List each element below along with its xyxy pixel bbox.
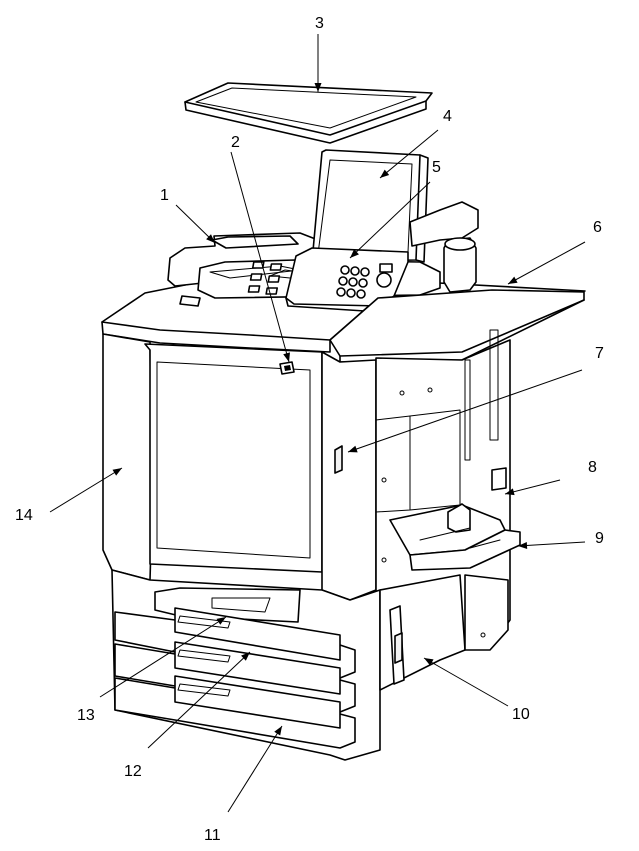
- callout-arrowhead-5: [350, 249, 359, 258]
- callout-leader-2: [230, 151, 290, 363]
- callout-arrowhead-13: [216, 617, 226, 625]
- callout-arrowhead-11: [274, 726, 282, 736]
- callout-leader-10: [423, 657, 509, 707]
- original-cover: [184, 82, 433, 144]
- main-switch: [279, 361, 295, 375]
- callout-arrowhead-14: [112, 468, 122, 476]
- bypass-tray: [389, 503, 521, 571]
- callout-label-1: 1: [160, 187, 169, 204]
- callout-label-8: 8: [588, 459, 597, 476]
- callout-arrowhead-10: [424, 658, 434, 666]
- callout-arrowhead-7: [348, 445, 358, 453]
- callout-arrowhead-9: [518, 541, 528, 549]
- callout-leader-13: [99, 616, 227, 698]
- callout-leader-6: [507, 241, 586, 285]
- callout-arrowhead-8: [505, 488, 515, 496]
- callout-label-13: 13: [77, 707, 95, 724]
- control-panel: [247, 247, 409, 313]
- callout-leader-14: [49, 467, 123, 513]
- callout-leaders: [49, 34, 586, 813]
- callout-label-12: 12: [124, 763, 142, 780]
- callout-arrowhead-4: [380, 169, 390, 178]
- callout-label-2: 2: [231, 134, 240, 151]
- callout-label-5: 5: [432, 159, 441, 176]
- callout-leader-5: [349, 181, 431, 259]
- callout-arrowhead-1: [206, 234, 215, 243]
- callout-label-3: 3: [315, 15, 324, 32]
- callout-label-9: 9: [595, 530, 604, 547]
- callout-arrowhead-12: [241, 652, 250, 661]
- touch-panel: [311, 149, 429, 263]
- callout-leader-8: [504, 479, 561, 495]
- callout-label-7: 7: [595, 345, 604, 362]
- panel-arm: [409, 201, 479, 293]
- callout-leader-7: [347, 369, 583, 453]
- callout-label-6: 6: [593, 219, 602, 236]
- callout-label-4: 4: [443, 108, 452, 125]
- callout-label-14: 14: [15, 507, 33, 524]
- callout-arrowhead-6: [508, 276, 518, 284]
- callout-arrowhead-3: [314, 83, 322, 92]
- callout-leader-4: [379, 129, 439, 179]
- front-door-latch: [491, 467, 507, 491]
- callout-leader-9: [517, 541, 586, 547]
- callout-label-11: 11: [204, 827, 221, 844]
- paper-trays: [114, 607, 356, 749]
- callout-leader-12: [147, 651, 251, 749]
- callout-leader-11: [227, 725, 283, 813]
- callout-label-10: 10: [512, 706, 530, 723]
- callout-arrowhead-2: [283, 352, 290, 362]
- callout-leader-1: [175, 204, 216, 244]
